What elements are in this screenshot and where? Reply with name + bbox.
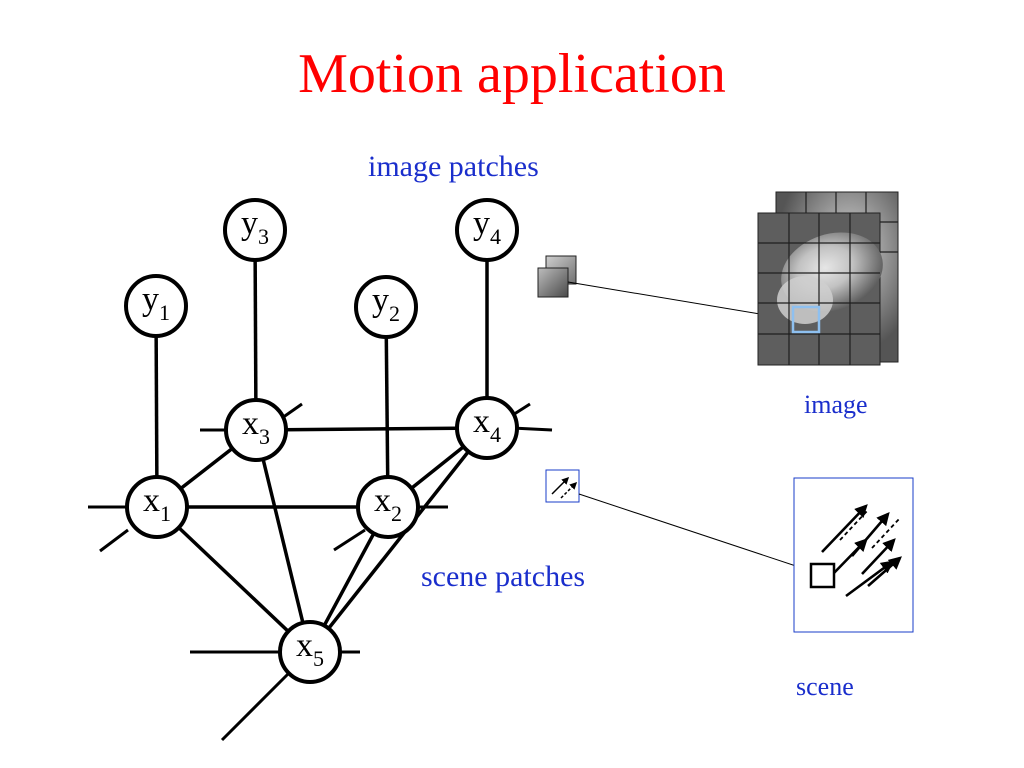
node-label-x4: x4: [473, 403, 501, 447]
node-y4: y4: [455, 198, 519, 262]
node-x3: x3: [224, 398, 288, 462]
scene-label: scene: [796, 672, 854, 701]
x5-stub-lower: [220, 670, 292, 742]
edge-x4-x5: [308, 426, 489, 654]
node-label-y4: y4: [473, 205, 501, 249]
image-stack: [757, 191, 899, 366]
edge-y2-x2: [384, 306, 390, 508]
x3-stub-right: [281, 402, 303, 420]
node-x2: x2: [356, 475, 420, 539]
x2-stub-lower: [333, 528, 366, 552]
x1-stub-lower: [99, 528, 129, 553]
edge-x3-x4: [255, 426, 488, 432]
scene-highlight-patch: [809, 562, 836, 589]
edge-y1-x1: [154, 305, 159, 508]
edge-x1-x5: [155, 505, 312, 654]
image-highlight-patch: [791, 305, 821, 334]
node-x5: x5: [278, 620, 342, 684]
node-y3: y3: [223, 198, 287, 262]
node-x4: x4: [455, 396, 519, 460]
node-y1: y1: [124, 274, 188, 338]
graph-edges: [154, 229, 489, 654]
node-label-x2: x2: [374, 482, 402, 526]
scene-frame: [793, 477, 914, 633]
node-label-y2: y2: [372, 282, 400, 326]
node-label-x3: x3: [242, 405, 270, 449]
scene-patches-label: scene patches: [421, 560, 586, 593]
image-label: image: [804, 390, 868, 419]
graph-nodes: y1 y2 y3 y4 x1 x2 x3 x4 x5: [124, 198, 519, 684]
node-x1: x1: [125, 475, 189, 539]
image-patch-stack: [537, 255, 577, 298]
slide-title: Motion application: [298, 43, 726, 105]
node-label-x1: x1: [143, 482, 171, 526]
node-label-y3: y3: [241, 205, 269, 249]
node-label-x5: x5: [296, 627, 324, 671]
node-y2: y2: [354, 275, 418, 339]
image-patches-label: image patches: [368, 150, 539, 183]
node-label-y1: y1: [142, 281, 170, 325]
edge-y3-x3: [253, 229, 258, 431]
scene-patch-connector: [578, 493, 815, 573]
scene-patch-icon: [545, 469, 580, 503]
edge-x3-x5: [254, 429, 312, 653]
